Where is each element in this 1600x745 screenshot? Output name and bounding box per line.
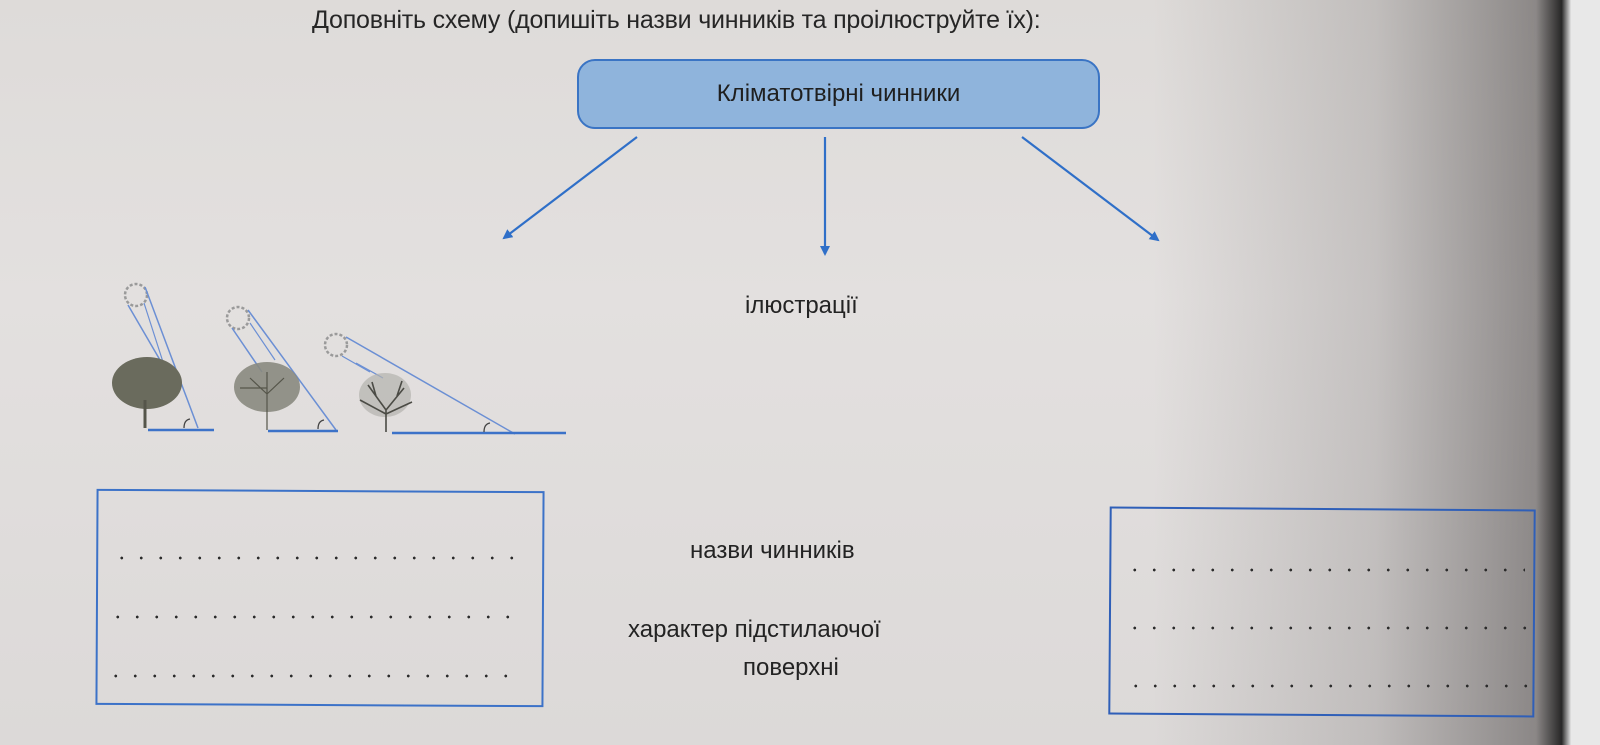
illustration-scene-high-sun — [112, 282, 214, 432]
tree-icon — [359, 380, 413, 432]
task-instruction: Доповніть схему (допишіть назви чинників… — [312, 6, 1041, 34]
sun-icon — [225, 305, 251, 331]
surface-label-line2: поверхні — [743, 654, 839, 681]
answer-line-left-3[interactable] — [106, 674, 514, 678]
illustration-scene-low-sun — [323, 332, 566, 435]
arrow-right — [1021, 136, 1160, 242]
factor-names-label: назви чинників — [690, 537, 855, 564]
sun-icon — [123, 282, 149, 308]
root-node-label: Кліматотвірні чинники — [716, 80, 961, 107]
illustration-scene-medium-sun — [225, 305, 338, 433]
answer-line-left-1[interactable] — [112, 556, 522, 560]
tree-icon — [112, 357, 182, 409]
answer-line-left-2[interactable] — [108, 615, 520, 619]
surface-label-line1: характер підстилаючої — [628, 616, 881, 643]
arrow-left — [502, 136, 638, 240]
root-node: Кліматотвірні чинники — [577, 59, 1100, 129]
answer-line-right-1[interactable] — [1125, 568, 1525, 572]
illustrations-label: ілюстрації — [745, 292, 858, 319]
answer-line-right-2[interactable] — [1125, 626, 1527, 630]
answer-line-right-3[interactable] — [1126, 684, 1528, 688]
sun-icon — [323, 332, 349, 358]
